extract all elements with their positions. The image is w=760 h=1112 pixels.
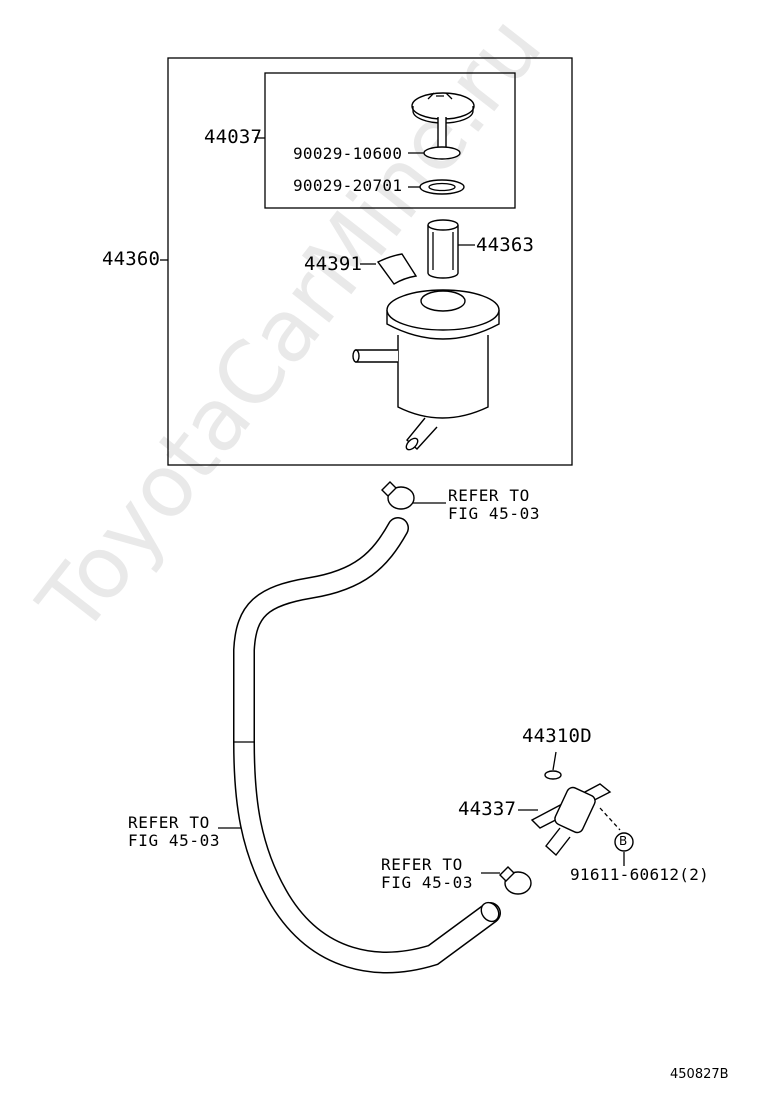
- part-number-gasket-a: 90029-10600: [293, 144, 403, 163]
- return-hose: [233, 517, 501, 974]
- hose-union: [530, 770, 612, 857]
- part-number-gasket-b: 90029-20701: [293, 176, 403, 195]
- label-sticker: [376, 253, 418, 285]
- refer-note-top-line2: FIG 45-03: [448, 504, 541, 523]
- cap-assembly-frame: [264, 72, 516, 209]
- part-number-strainer: 44363: [476, 234, 535, 256]
- part-number-cap-assembly: 44037: [204, 126, 263, 148]
- refer-note-top-line1: REFER TO: [448, 486, 530, 505]
- refer-note-bottom: REFER TO FIG 45-03: [381, 856, 473, 892]
- document-id: 450827B: [670, 1067, 729, 1082]
- refer-note-left-line2: FIG 45-03: [128, 831, 221, 850]
- part-number-plug: 44310D: [522, 725, 592, 747]
- reservoir-assembly-frame: [167, 57, 573, 466]
- part-number-bolt: 91611-60612(2): [570, 865, 710, 884]
- part-number-reservoir-assembly: 44360: [102, 248, 161, 270]
- hose-clamp-bottom: [499, 866, 532, 895]
- bolt-marker: [614, 832, 634, 852]
- reservoir-cap: [411, 92, 475, 195]
- refer-note-bottom-line2: FIG 45-03: [381, 873, 474, 892]
- reservoir-body: [352, 289, 500, 451]
- refer-note-bottom-line1: REFER TO: [381, 855, 463, 874]
- bolt-marker-letter: B: [619, 834, 628, 848]
- refer-note-left: REFER TO FIG 45-03: [128, 814, 220, 850]
- hose-clamp-top: [381, 481, 415, 510]
- refer-note-top: REFER TO FIG 45-03: [448, 487, 540, 523]
- refer-note-left-line1: REFER TO: [128, 813, 210, 832]
- part-number-label: 44391: [304, 253, 363, 275]
- strainer: [427, 219, 459, 279]
- part-number-union: 44337: [458, 798, 517, 820]
